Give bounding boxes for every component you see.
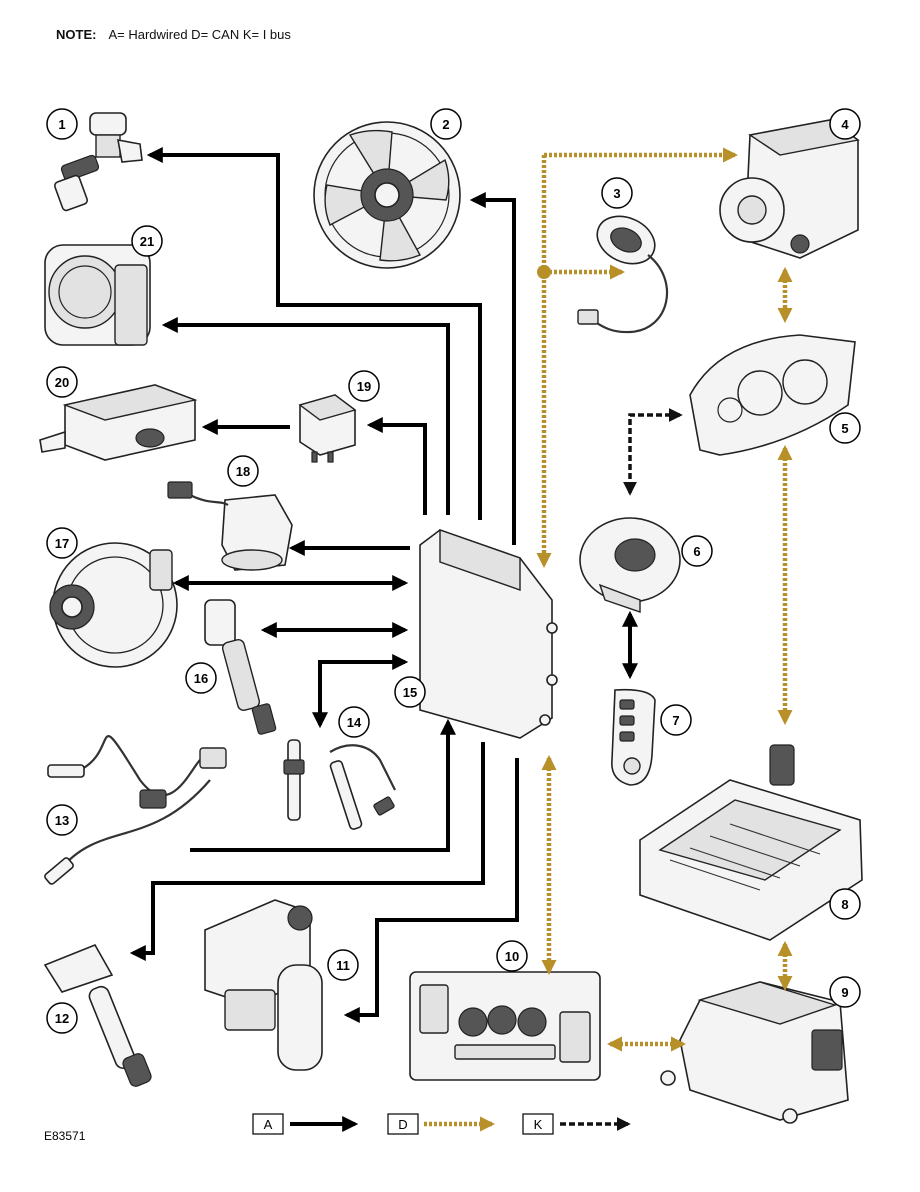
ecm-icon bbox=[419, 529, 558, 739]
badge-13: 13 bbox=[46, 804, 78, 836]
ignition-coil-icon bbox=[43, 943, 152, 1087]
badge-15: 15 bbox=[394, 676, 426, 708]
svg-text:17: 17 bbox=[55, 536, 69, 551]
badge-11: 11 bbox=[327, 949, 359, 981]
climate-panel-icon bbox=[409, 971, 601, 1081]
svg-text:19: 19 bbox=[357, 379, 371, 394]
svg-text:D: D bbox=[398, 1117, 407, 1132]
svg-text:7: 7 bbox=[672, 713, 679, 728]
instrument-cluster-icon bbox=[689, 334, 856, 456]
can-junction bbox=[537, 265, 551, 279]
badge-1: 1 bbox=[46, 108, 78, 140]
can-connections bbox=[536, 147, 793, 1052]
svg-text:K: K bbox=[534, 1117, 543, 1132]
svg-text:8: 8 bbox=[841, 897, 848, 912]
svg-text:2: 2 bbox=[442, 117, 449, 132]
badge-5: 5 bbox=[829, 412, 861, 444]
relay-icon bbox=[298, 394, 357, 463]
svg-text:13: 13 bbox=[55, 813, 69, 828]
figure-id: E83571 bbox=[44, 1129, 86, 1143]
svg-text:15: 15 bbox=[403, 685, 417, 700]
badge-20: 20 bbox=[46, 366, 78, 398]
cooling-fan-icon bbox=[313, 121, 461, 269]
abs-module-icon bbox=[719, 119, 860, 259]
svg-text:4: 4 bbox=[841, 117, 849, 132]
note-label: NOTE: bbox=[56, 27, 97, 42]
alternator-icon bbox=[49, 542, 178, 668]
badge-3: 3 bbox=[601, 177, 633, 209]
badge-16: 16 bbox=[185, 662, 217, 694]
svg-text:14: 14 bbox=[347, 715, 362, 730]
badge-14: 14 bbox=[338, 706, 370, 738]
svg-text:A: A bbox=[264, 1117, 273, 1132]
legend-hardwired: A bbox=[252, 1113, 359, 1135]
fuel-pump-icon bbox=[204, 899, 323, 1071]
oxygen-sensor-icon bbox=[44, 735, 227, 885]
throttle-sensor-icon bbox=[167, 481, 293, 571]
svg-text:9: 9 bbox=[841, 985, 848, 1000]
badge-6: 6 bbox=[681, 535, 713, 567]
note-text: A= Hardwired D= CAN K= I bus bbox=[108, 27, 291, 42]
badge-17: 17 bbox=[46, 527, 78, 559]
note: NOTE: A= Hardwired D= CAN K= I bus bbox=[56, 27, 291, 42]
badge-21: 21 bbox=[131, 225, 163, 257]
oxygen-sensor-icon bbox=[283, 739, 396, 830]
badge-19: 19 bbox=[348, 370, 380, 402]
badge-7: 7 bbox=[660, 704, 692, 736]
svg-text:12: 12 bbox=[55, 1011, 69, 1026]
svg-text:6: 6 bbox=[693, 544, 700, 559]
svg-text:18: 18 bbox=[236, 464, 250, 479]
ibus-connections bbox=[622, 408, 683, 680]
clockspring-icon bbox=[579, 517, 681, 613]
legend-can: D bbox=[387, 1113, 496, 1135]
badge-18: 18 bbox=[227, 455, 259, 487]
valve-body-icon bbox=[639, 744, 863, 941]
svg-text:1: 1 bbox=[58, 117, 65, 132]
badge-8: 8 bbox=[829, 888, 861, 920]
number-badges: 1 2 3 4 5 6 7 8 9 10 11 12 13 14 15 16 1… bbox=[46, 108, 861, 1034]
svg-text:16: 16 bbox=[194, 671, 208, 686]
svg-text:11: 11 bbox=[336, 958, 350, 973]
solenoid-icon bbox=[204, 599, 277, 735]
svg-text:3: 3 bbox=[613, 186, 620, 201]
sensor-icon bbox=[577, 215, 669, 334]
badge-12: 12 bbox=[46, 1002, 78, 1034]
module-box-icon bbox=[39, 384, 198, 461]
badge-2: 2 bbox=[430, 108, 462, 140]
legend: A D K bbox=[252, 1113, 631, 1135]
badge-9: 9 bbox=[829, 976, 861, 1008]
badge-10: 10 bbox=[496, 940, 528, 972]
fuel-injector-icon bbox=[53, 112, 143, 212]
steering-switch-icon bbox=[611, 688, 656, 786]
svg-text:10: 10 bbox=[505, 949, 519, 964]
hardwired-connections bbox=[129, 147, 519, 1023]
badge-4: 4 bbox=[829, 108, 861, 140]
svg-text:5: 5 bbox=[841, 421, 848, 436]
throttle-body-icon bbox=[44, 244, 151, 346]
control-module-icon bbox=[660, 981, 849, 1124]
legend-ibus: K bbox=[522, 1113, 631, 1135]
svg-text:21: 21 bbox=[140, 234, 154, 249]
svg-text:20: 20 bbox=[55, 375, 69, 390]
